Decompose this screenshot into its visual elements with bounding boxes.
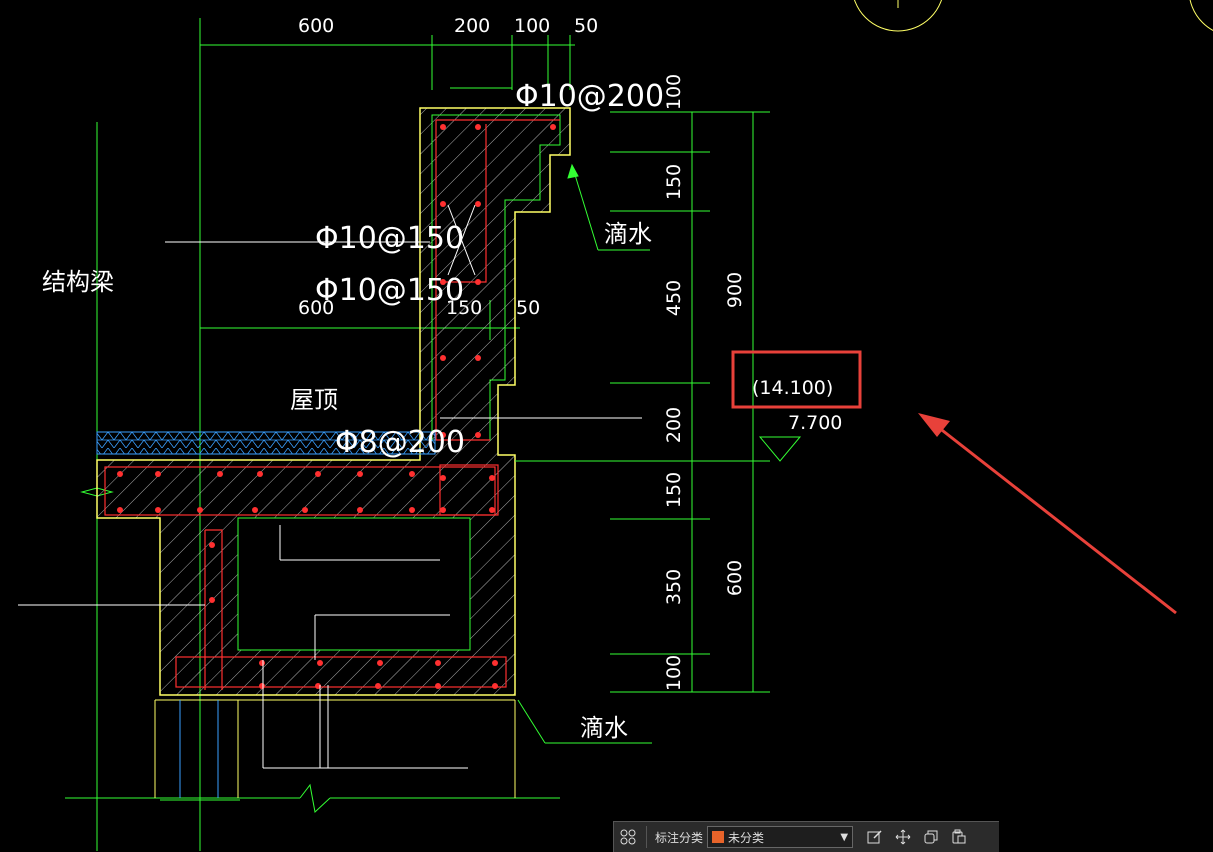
copy-icon[interactable] [917,823,945,851]
rebar-dot [302,507,308,513]
grid-icon[interactable] [614,823,642,851]
rebar-dot [209,597,215,603]
category-color-swatch [712,831,725,843]
roof-label: 屋顶 [290,386,338,414]
highlight-arrow [918,413,1177,615]
rebar-dot [252,507,258,513]
move-icon[interactable] [889,823,917,851]
right-dimension-texts: 100 150 450 200 150 350 100 [663,74,685,691]
total-dimension-texts: 900 600 [724,272,746,596]
chevron-down-icon: ▼ [840,831,849,843]
rebar-dot [492,683,498,689]
lower-frame [154,699,516,798]
rebar-dot [475,279,481,285]
rebar-dot [259,660,265,666]
edit-icon[interactable] [861,823,889,851]
beam-label: 结构梁 [42,268,114,296]
rebar-dot [217,471,223,477]
drip-label-2: 滴水 [580,714,628,742]
rebar-dot [377,660,383,666]
top-dimension-chain [199,35,575,90]
rebar-dot [155,471,161,477]
dim-text: 200 [663,407,685,443]
rebar-dot [435,683,441,689]
rebar-dot [197,507,203,513]
rebar-dot [259,683,265,689]
drip-leaders [517,163,652,744]
rebar-dot [475,432,481,438]
rebar-dot [117,471,123,477]
rebar-label-3: Φ8@200 [335,425,465,460]
rebar-dot [375,683,381,689]
rebar-label-top: Φ10@200 [515,79,664,114]
rebar-dots [117,124,556,689]
parapet-section [96,107,571,696]
rebar-dot [489,475,495,481]
rebar-dot [117,507,123,513]
rebar-dot [409,507,415,513]
dim-text: 600 [298,15,334,37]
dim-text: 100 [663,74,685,110]
dim-text: 100 [663,655,685,691]
category-value: 未分类 [728,830,765,845]
toolbar-divider [646,826,647,848]
right-dimension-chain [515,111,802,693]
rebar-dot [440,201,446,207]
category-select[interactable]: 未分类 ▼ [707,826,854,848]
rebar-dot [489,507,495,513]
annotation-toolbar: 标注分类 未分类 ▼ [613,821,999,852]
rebar-dot [435,660,441,666]
dim-text: 50 [516,297,540,319]
dim-text: 600 [724,560,746,596]
rebar-dot [440,507,446,513]
dim-text: 450 [663,280,685,316]
dim-text: 350 [663,569,685,605]
rebar-dot [475,355,481,361]
dim-text: 200 [454,15,490,37]
elevation-text: 7.700 [788,412,842,434]
rebar-dot [440,475,446,481]
rebar-dot [209,542,215,548]
axis-bubbles [853,0,1213,32]
elevation-highlight-text: (14.100) [752,377,833,399]
rebar-dot [440,279,446,285]
dim-text: 150 [663,164,685,200]
category-label: 标注分类 [655,830,704,845]
rebar-dot [492,660,498,666]
drip-label-1: 滴水 [604,220,652,248]
rebar-label-2: Φ10@150 [315,273,464,308]
rebar-dot [357,471,363,477]
rebar-dot [475,124,481,130]
rebar-dot [409,471,415,477]
dim-text: 900 [724,272,746,308]
rebar-dot [357,507,363,513]
rebar-dot [550,124,556,130]
dim-text: 150 [663,472,685,508]
dim-text: 600 [298,297,334,319]
rebar-dot [440,355,446,361]
highlight-box [731,350,862,409]
rebar-dot [317,660,323,666]
dim-text: 100 [514,15,550,37]
rebar-label-1: Φ10@150 [315,221,464,256]
roof-insulation [96,431,436,455]
top-dimension-texts: 600 200 100 50 [298,15,598,37]
paste-icon[interactable] [945,823,973,851]
rebar-dot [155,507,161,513]
rebar-dot [315,471,321,477]
leader-lines [18,241,642,769]
rebar-dot [440,432,446,438]
rebar-dot [475,201,481,207]
rebar-dot [257,471,263,477]
rebar-dot [440,124,446,130]
dim-text: 50 [574,15,598,37]
